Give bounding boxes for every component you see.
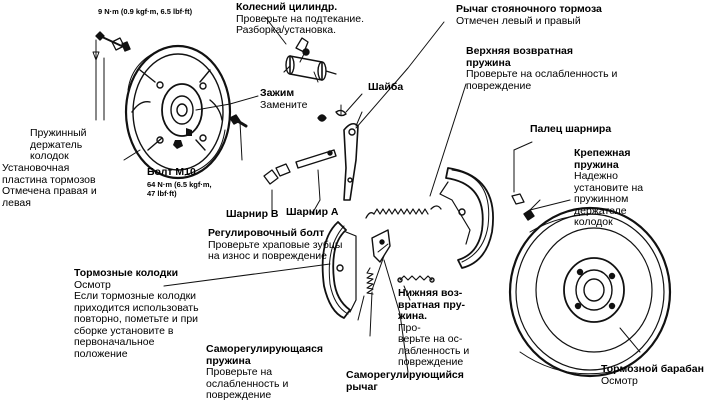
upper-spring-drawing	[365, 205, 442, 219]
left-brake-shoe	[321, 221, 357, 319]
bolt-m10-drawing	[229, 114, 248, 161]
right-brake-shoe	[439, 167, 494, 269]
label-hinge-b: Шарнир В	[226, 208, 279, 220]
clamp-washer-parts	[317, 104, 347, 122]
label-bolt-m10: Болт М10	[147, 166, 196, 178]
parking-lever-drawing	[343, 111, 363, 201]
label-parking-lever: Рычаг стояночного тормоза Отмечен левый …	[456, 3, 602, 27]
label-pivot-pin: Палец шарнира	[530, 123, 612, 135]
brake-drum-drawing	[508, 206, 672, 378]
pivot-pin-and-hold-spring	[511, 149, 541, 221]
label-hinge-a: Шарнир А	[286, 206, 339, 218]
label-adjust-bolt: Регулировочный болт Проверьте храповые з…	[208, 227, 343, 262]
leader-lines	[123, 17, 641, 373]
backing-plate-drawing	[124, 44, 232, 180]
wheel-cylinder-drawing	[283, 37, 337, 83]
lower-spring-drawing	[397, 275, 435, 283]
torque-spec-top: 9 N·m (0.9 kgf·m, 6.5 lbf·ft)	[98, 7, 193, 16]
torque-spec-m10: 64 N·m (6.5 kgf·m, 47 lbf·ft)	[147, 180, 212, 198]
label-wheel-cylinder: Колесний цилиндр. Проверьте на подтекани…	[236, 1, 365, 36]
spring-holder-bolts	[92, 31, 131, 121]
label-washer: Шайба	[368, 81, 404, 93]
label-lower-return-spring: Нижняя воз-вратная пру-жина. Про-верьте …	[398, 287, 470, 368]
label-clamp: Зажим Замените	[260, 87, 308, 111]
self-adjust-parts	[357, 229, 391, 321]
strut-and-hinges	[263, 149, 337, 209]
label-brake-drum: Тормозной барабан Осмотр	[601, 363, 704, 387]
